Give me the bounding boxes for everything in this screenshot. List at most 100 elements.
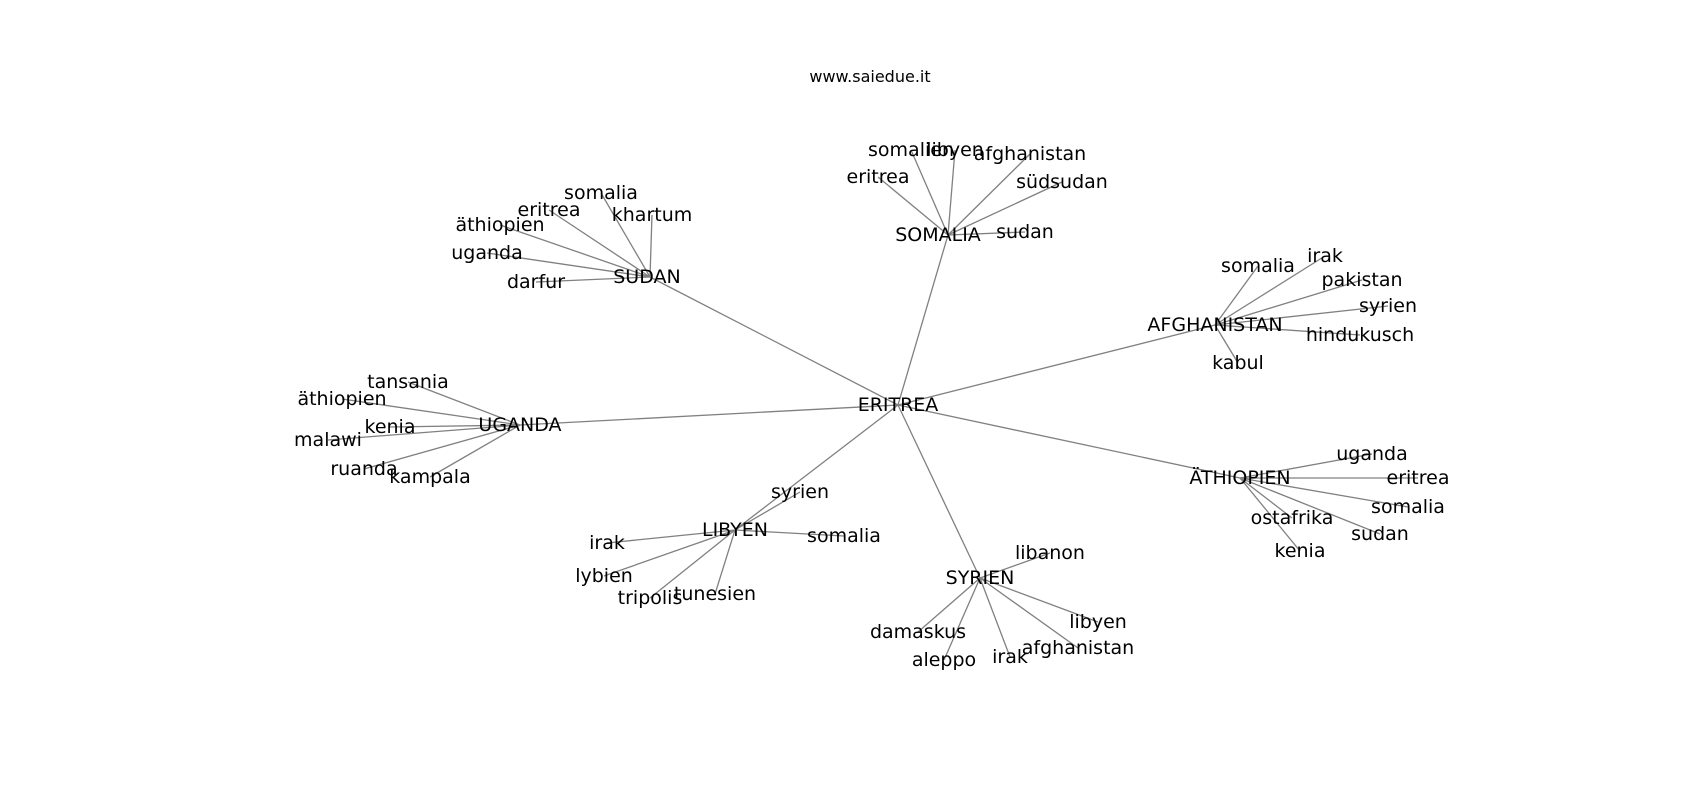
node-labels: ERITREASOMALIAsomalienlibyenafghanistane… bbox=[294, 139, 1449, 671]
edge-afghanistan-somalia bbox=[1214, 265, 1259, 326]
node-leaf-label: südsudan bbox=[1016, 171, 1108, 193]
node-hub-label: LIBYEN bbox=[702, 519, 768, 541]
node-leaf-label: somalien bbox=[868, 139, 954, 161]
node-hub-label: UGANDA bbox=[478, 414, 561, 436]
edge-uganda-ruanda bbox=[363, 424, 521, 470]
edge-äthiopien-somalia bbox=[1239, 477, 1409, 508]
node-leaf-label: tansania bbox=[367, 371, 449, 393]
edges bbox=[327, 149, 1418, 661]
node-leaf-label: somalia bbox=[807, 525, 881, 547]
node-leaf-label: libyen bbox=[926, 139, 984, 161]
node-leaf-label: somalia bbox=[1371, 496, 1445, 518]
edge-libyen-lybien bbox=[603, 529, 736, 577]
node-leaf-label: irak bbox=[992, 646, 1028, 668]
node-leaf-label: eritrea bbox=[847, 166, 910, 188]
node-leaf-label: irak bbox=[589, 532, 625, 554]
edge-libyen-syrien bbox=[734, 491, 801, 531]
edge-eritrea-syrien bbox=[897, 404, 981, 579]
edge-somalia-südsudan bbox=[947, 181, 1063, 236]
edge-libyen-tripolis bbox=[649, 529, 736, 599]
edge-somalia-eritrea bbox=[877, 176, 949, 236]
edge-syrien-irak bbox=[979, 577, 1011, 658]
node-leaf-label: hindukusch bbox=[1306, 324, 1414, 346]
node-hub-label: SYRIEN bbox=[946, 567, 1015, 589]
node-leaf-label: somalia bbox=[1221, 255, 1295, 277]
node-leaf-label: kampala bbox=[389, 466, 470, 488]
edge-eritrea-uganda bbox=[519, 404, 899, 426]
node-leaf-label: uganda bbox=[451, 242, 523, 264]
node-hub-label: AFGHANISTAN bbox=[1147, 314, 1282, 336]
edge-sudan-somalia bbox=[600, 192, 651, 278]
edge-libyen-tunesien bbox=[714, 529, 736, 595]
edge-syrien-libanon bbox=[979, 552, 1051, 579]
edge-eritrea-äthiopien bbox=[897, 404, 1241, 479]
edge-syrien-afghanistan bbox=[979, 577, 1079, 649]
node-hub-label: SUDAN bbox=[613, 266, 680, 288]
edge-libyen-somalia bbox=[734, 529, 845, 537]
graph-title: www.saiedue.it bbox=[809, 67, 930, 86]
node-leaf-label: afghanistan bbox=[1022, 637, 1134, 659]
node-leaf-label: kabul bbox=[1212, 352, 1264, 374]
edge-sudan-darfur bbox=[535, 276, 651, 283]
edge-syrien-libyen bbox=[979, 577, 1099, 623]
edge-uganda-tansania bbox=[407, 381, 521, 426]
edge-äthiopien-kenia bbox=[1239, 477, 1301, 552]
node-leaf-label: lybien bbox=[575, 565, 633, 587]
edge-somalia-sudan bbox=[947, 231, 1026, 236]
edge-sudan-eritrea bbox=[548, 209, 651, 278]
node-leaf-label: ostafrika bbox=[1251, 507, 1334, 529]
edge-eritrea-sudan bbox=[649, 276, 899, 406]
node-hub-label: ÄTHIOPIEN bbox=[1189, 466, 1290, 489]
edge-syrien-damaskus bbox=[917, 577, 981, 633]
edge-äthiopien-ostafrika bbox=[1239, 477, 1293, 519]
edge-somalia-afghanistan bbox=[947, 153, 1031, 236]
edge-eritrea-somalia bbox=[897, 234, 949, 406]
edge-afghanistan-pakistan bbox=[1214, 279, 1363, 326]
edge-äthiopien-sudan bbox=[1239, 477, 1381, 535]
edge-eritrea-libyen bbox=[734, 404, 899, 531]
edge-uganda-malawi bbox=[327, 424, 521, 441]
edge-sudan-äthiopien bbox=[499, 224, 651, 278]
node-leaf-label: aleppo bbox=[912, 649, 976, 671]
node-center-label: ERITREA bbox=[858, 394, 939, 416]
node-hub-label: SOMALIA bbox=[895, 224, 981, 246]
node-leaf-label: afghanistan bbox=[974, 143, 1086, 165]
node-leaf-label: tunesien bbox=[674, 583, 756, 605]
edge-somalia-libyen bbox=[947, 149, 956, 236]
node-leaf-label: sudan bbox=[1351, 523, 1409, 545]
edge-eritrea-afghanistan bbox=[897, 324, 1216, 406]
edge-uganda-kenia bbox=[389, 424, 521, 428]
edge-sudan-uganda bbox=[486, 252, 651, 278]
node-leaf-label: ruanda bbox=[330, 458, 397, 480]
node-leaf-label: eritrea bbox=[518, 199, 581, 221]
edge-afghanistan-hindukusch bbox=[1214, 324, 1361, 336]
edge-sudan-khartum bbox=[649, 214, 653, 278]
node-leaf-label: eritrea bbox=[1387, 467, 1450, 489]
node-leaf-label: malawi bbox=[294, 429, 362, 451]
edge-äthiopien-uganda bbox=[1239, 453, 1373, 479]
node-leaf-label: uganda bbox=[1336, 443, 1408, 465]
node-leaf-label: darfur bbox=[507, 271, 565, 293]
node-leaf-label: khartum bbox=[612, 204, 693, 226]
node-leaf-label: irak bbox=[1307, 245, 1343, 267]
edge-uganda-kampala bbox=[429, 424, 521, 478]
edge-libyen-irak bbox=[606, 529, 736, 544]
node-leaf-label: kenia bbox=[365, 416, 416, 438]
node-leaf-label: kenia bbox=[1275, 540, 1326, 562]
node-leaf-label: syrien bbox=[771, 481, 829, 503]
node-leaf-label: pakistan bbox=[1321, 269, 1402, 291]
node-leaf-label: tripolis bbox=[618, 587, 683, 609]
edge-afghanistan-kabul bbox=[1214, 324, 1239, 364]
node-leaf-label: äthiopien bbox=[455, 214, 544, 236]
node-leaf-label: libyen bbox=[1069, 611, 1127, 633]
edge-afghanistan-irak bbox=[1214, 255, 1326, 326]
node-leaf-label: äthiopien bbox=[297, 388, 386, 410]
node-leaf-label: syrien bbox=[1359, 295, 1417, 317]
edge-syrien-aleppo bbox=[943, 577, 981, 661]
node-leaf-label: somalia bbox=[564, 182, 638, 204]
edge-afghanistan-syrien bbox=[1214, 305, 1389, 326]
edge-uganda-äthiopien bbox=[341, 398, 521, 426]
node-leaf-label: sudan bbox=[996, 221, 1054, 243]
node-leaf-label: libanon bbox=[1015, 542, 1085, 564]
